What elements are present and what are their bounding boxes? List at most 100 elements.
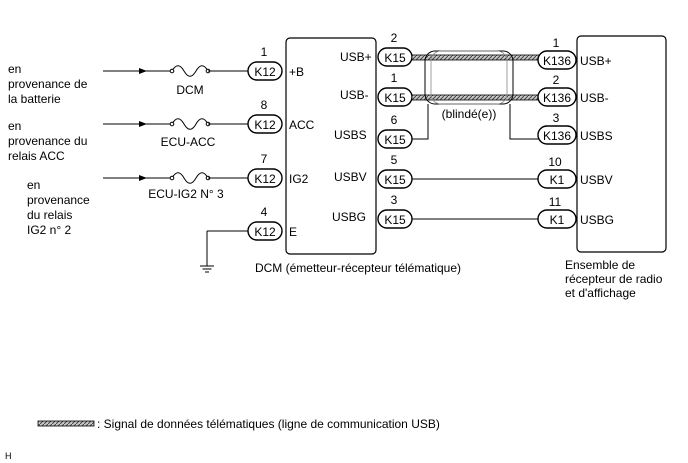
dcm-right-pin-1: 2 K15 [377,31,413,67]
terminal-name: USB- [580,91,609,105]
terminal-name: ACC [289,118,315,132]
pin-number: 7 [261,152,268,166]
dcm-right-pin-2: 1 K15 [377,71,413,107]
radio-pin-2: 2 K136 USB- [537,73,609,107]
dcm-left-pin-4: 4 K12 E [247,205,297,241]
connector-code: K15 [384,133,406,147]
shield-label: (blindé(e)) [442,107,497,121]
terminal-name: IG2 [289,172,309,186]
pin-number: 2 [553,73,560,87]
connector-badge [537,209,577,229]
fuse-dcm-icon [171,65,209,77]
radio-shield-drain-wire [509,104,540,140]
dcm-terminal-usbs: USBS [334,128,367,142]
connector-badge [247,61,283,81]
acc-line-3: relais ACC [8,149,65,163]
pin-number: 10 [548,155,562,169]
dcm-left-pin-1: 1 K12 +B [247,45,304,81]
terminal-name: USBG [580,213,614,227]
dcm-terminal-usbg: USBG [332,210,366,224]
dcm-right-pin-3: 6 K15 [377,113,413,149]
connector-code: K15 [384,91,406,105]
pin-number: 4 [261,205,268,219]
connector-code: K1 [550,173,565,187]
pin-number: 1 [391,71,398,85]
acc-line-2: provenance du [8,134,87,148]
dcm-unit-caption: DCM (émetteur-récepteur télématique) [255,261,461,275]
ig2-line-2: provenance [27,193,90,207]
dcm-shield-drain-wire [412,104,429,140]
legend-text: : Signal de données télématiques (ligne … [97,417,440,431]
dcm-unit-box [285,37,377,255]
dcm-terminal-usbv: USBV [334,170,367,184]
acc-wire [103,118,248,130]
connector-badge [247,168,283,188]
pin-number: 2 [391,31,398,45]
connector-code: K15 [384,51,406,65]
battery-line-3: la batterie [8,92,61,106]
connector-code: K12 [254,225,276,239]
ig2-wire [103,172,248,184]
connector-code: K136 [543,54,571,68]
connector-badge [537,125,577,145]
battery-line-2: provenance de [8,77,88,91]
ground-wire [200,230,248,273]
connector-badge [537,169,577,189]
dcm-right-pin-5: 3 K15 [377,193,413,229]
battery-source-label: en provenance de la batterie [8,62,88,106]
connector-badge [247,221,283,241]
battery-wire [103,65,248,77]
connector-code: K136 [543,91,571,105]
dcm-left-pin-2: 8 K12 ACC [247,98,315,134]
fuse-ecu-ig2-label: ECU-IG2 N° 3 [148,187,224,201]
connector-code: K12 [254,172,276,186]
radio-pin-1: 1 K136 USB+ [537,36,612,70]
connector-badge [537,50,577,70]
dcm-terminal-usb-minus: USB- [340,88,369,102]
radio-caption-line-2: récepteur de radio [565,272,663,286]
connector-code: K12 [254,65,276,79]
radio-caption-line-3: et d'affichage [565,286,636,300]
pin-number: 11 [549,195,562,209]
pin-number: 6 [391,113,398,127]
radio-unit-box [576,35,667,253]
radio-pin-3: 3 K136 USBS [537,111,613,145]
dcm-terminal-usb-plus: USB+ [340,50,372,64]
pin-number: 3 [553,111,560,125]
dcm-left-pin-3: 7 K12 IG2 [247,152,309,188]
connector-code: K15 [384,173,406,187]
pin-number: 5 [391,153,398,167]
fuse-ecu-acc-label: ECU-ACC [161,135,216,149]
connector-code: K1 [550,213,565,227]
radio-caption-line-1: Ensemble de [565,258,635,272]
acc-line-1: en [8,119,21,133]
terminal-name: USBV [580,173,613,187]
pin-number: 1 [261,45,268,59]
radio-pin-4: 10 K1 USBV [537,155,613,189]
shield-icon [424,50,514,105]
fuse-ecu-ig2-icon [171,172,209,184]
ig2-line-4: IG2 n° 2 [27,223,71,237]
dcm-right-pin-4: 5 K15 [377,153,413,189]
fuse-ecu-acc-icon [171,118,209,130]
terminal-name: +B [289,65,304,79]
pin-number: 1 [553,36,560,50]
connector-badge [247,114,283,134]
connector-code: K15 [384,213,406,227]
fuse-dcm-label: DCM [176,83,203,97]
ig2-line-3: du relais [27,208,72,222]
corner-mark: H [5,451,12,461]
pin-number: 3 [391,193,398,207]
connector-code: K136 [543,129,571,143]
legend-hatch-swatch [37,420,95,427]
pin-number: 8 [261,98,268,112]
ig2-source-label: en provenance du relais IG2 n° 2 [27,178,90,237]
acc-source-label: en provenance du relais ACC [8,119,87,163]
terminal-name: USBS [580,129,613,143]
battery-line-1: en [8,62,21,76]
radio-pin-5: 11 K1 USBG [537,195,614,229]
ig2-line-1: en [27,178,40,192]
connector-code: K12 [254,118,276,132]
connector-badge [537,87,577,107]
